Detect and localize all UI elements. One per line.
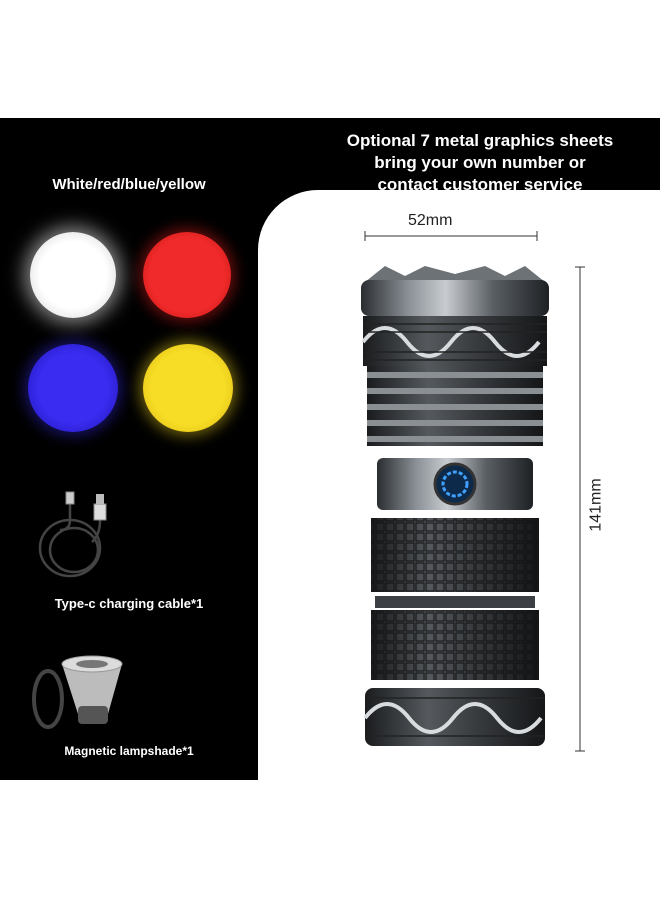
- white-light-swatch: [30, 232, 116, 318]
- header-line-3: contact customer service: [377, 175, 583, 194]
- lampshade-icon: [32, 655, 123, 729]
- header-band: [258, 118, 660, 190]
- width-dimension-label: 52mm: [408, 212, 453, 229]
- width-dimension-line: [364, 231, 538, 241]
- blue-light-swatch: [28, 344, 118, 432]
- cable-label: Type-c charging cable*1: [54, 596, 204, 611]
- flashlight-illustration: [361, 266, 549, 746]
- header-line-1: Optional 7 metal graphics sheets: [346, 131, 614, 150]
- header-text: Optional 7 metal graphics sheets bring y…: [320, 130, 640, 196]
- shade-label: Magnetic lampshade*1: [64, 744, 194, 758]
- yellow-light-swatch: [143, 344, 233, 432]
- header-line-2: bring your own number or: [374, 153, 586, 172]
- height-dimension-line: [575, 266, 585, 752]
- usb-cable-icon: [38, 491, 107, 578]
- height-dimension-label: 141mm: [587, 478, 605, 532]
- colors-label: White/red/blue/yellow: [52, 176, 206, 193]
- red-light-swatch: [143, 232, 231, 318]
